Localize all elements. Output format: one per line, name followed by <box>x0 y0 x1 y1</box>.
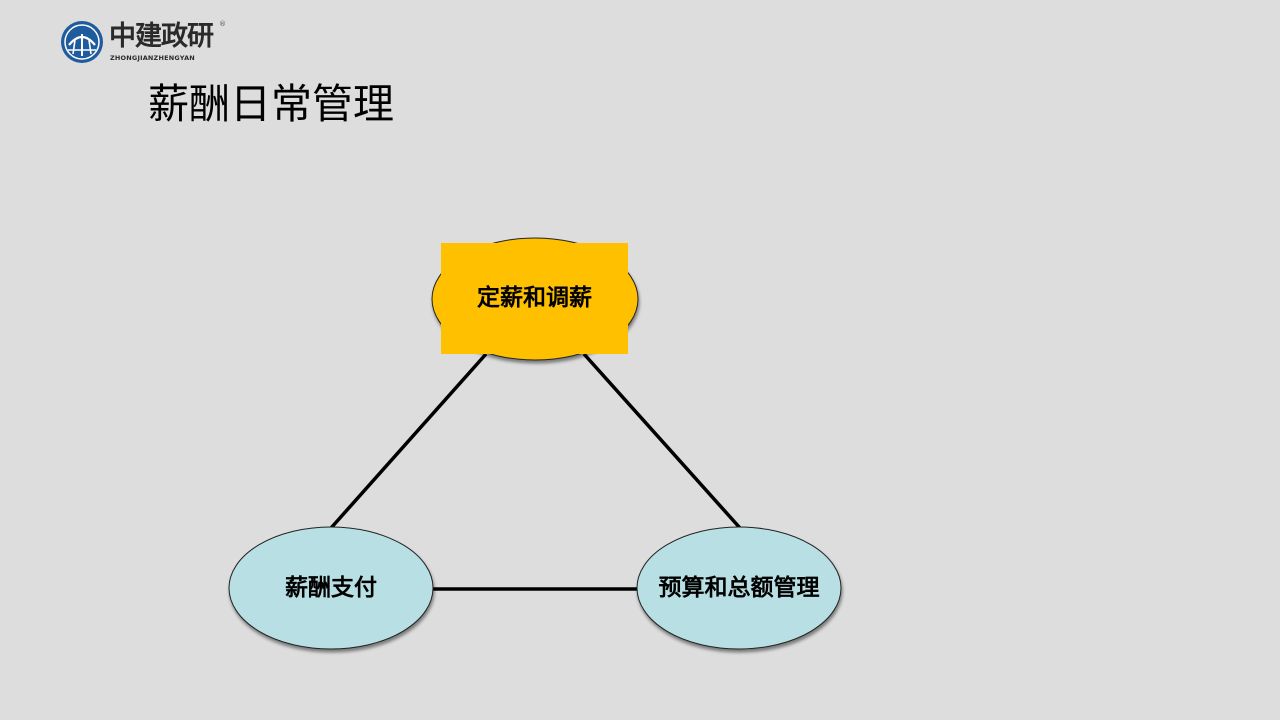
page-title: 薪酬日常管理 <box>148 80 394 128</box>
logo-registered-mark: ® <box>219 20 226 28</box>
node-right-ellipse <box>636 526 842 650</box>
node-label-top: 定薪和调薪 <box>477 285 592 311</box>
edge-top-left <box>329 352 488 530</box>
node-label-right: 预算和总额管理 <box>658 574 820 601</box>
logo-name-cn: 中建政研 <box>109 21 214 52</box>
node-left-ellipse <box>228 526 434 650</box>
logo-emblem-icon <box>61 21 103 63</box>
logo-name-en: ZHONGJIANZHENGYAN <box>110 54 195 62</box>
node-label-left: 薪酬支付 <box>285 574 377 601</box>
node-top-highlight <box>441 243 628 354</box>
edge-top-right <box>582 352 742 530</box>
company-logo: 中建政研 ® ZHONGJIANZHENGYAN <box>60 20 230 64</box>
